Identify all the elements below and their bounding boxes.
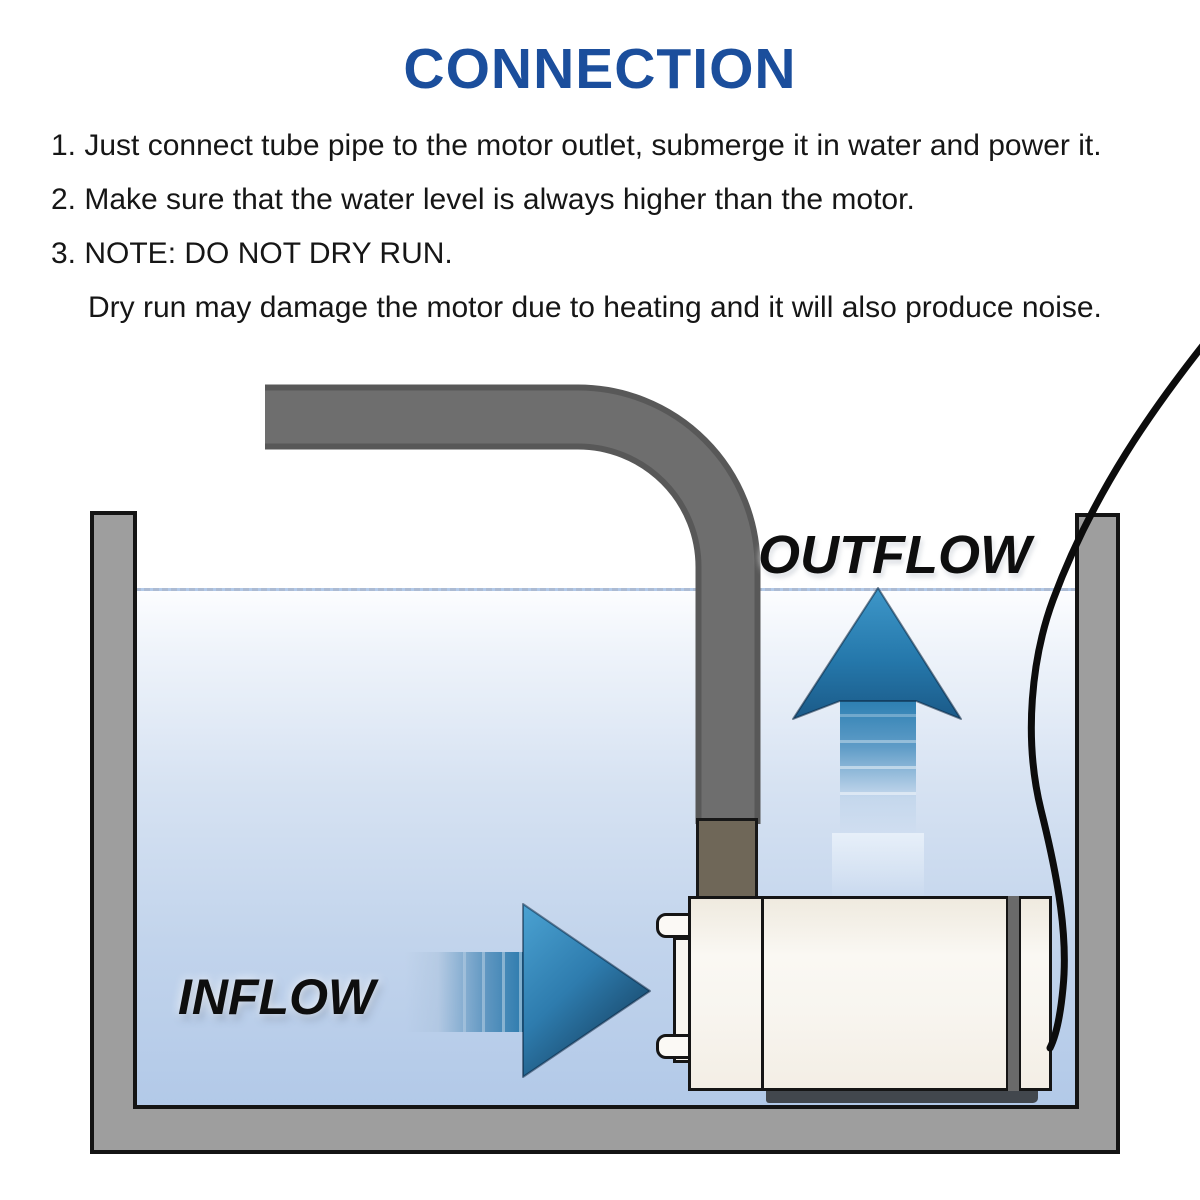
instruction-line-2: 2. Make sure that the water level is alw… [51, 183, 915, 216]
flow-stripe [502, 952, 505, 1032]
flow-stripe [519, 952, 522, 1032]
instruction-line-4: Dry run may damage the motor due to heat… [88, 291, 1102, 324]
pipe-coupling [696, 818, 758, 899]
pump-end-strip [1006, 896, 1021, 1091]
flow-stripe [840, 740, 916, 743]
pump-motor-body [688, 896, 1052, 1091]
pump-shadow [766, 1091, 1038, 1103]
flow-stripe [463, 952, 466, 1032]
outflow-arrow-fade [832, 833, 924, 899]
inflow-label: INFLOW [178, 969, 376, 1025]
pump-inlet-stub-bottom [656, 1034, 691, 1059]
flow-stripe [482, 952, 485, 1032]
outflow-label: OUTFLOW [758, 525, 1031, 585]
pump-inlet-stub-top [656, 913, 691, 938]
page-title: CONNECTION [403, 37, 797, 101]
pump-head-divider [761, 896, 764, 1091]
flow-stripe [840, 714, 916, 717]
flow-stripe [840, 792, 916, 795]
flow-stripe [840, 766, 916, 769]
outflow-arrow-shaft [840, 700, 916, 835]
instruction-line-1: 1. Just connect tube pipe to the motor o… [51, 129, 1102, 162]
instruction-line-3: 3. NOTE: DO NOT DRY RUN. [51, 237, 453, 270]
inflow-arrow-shaft [405, 952, 523, 1032]
